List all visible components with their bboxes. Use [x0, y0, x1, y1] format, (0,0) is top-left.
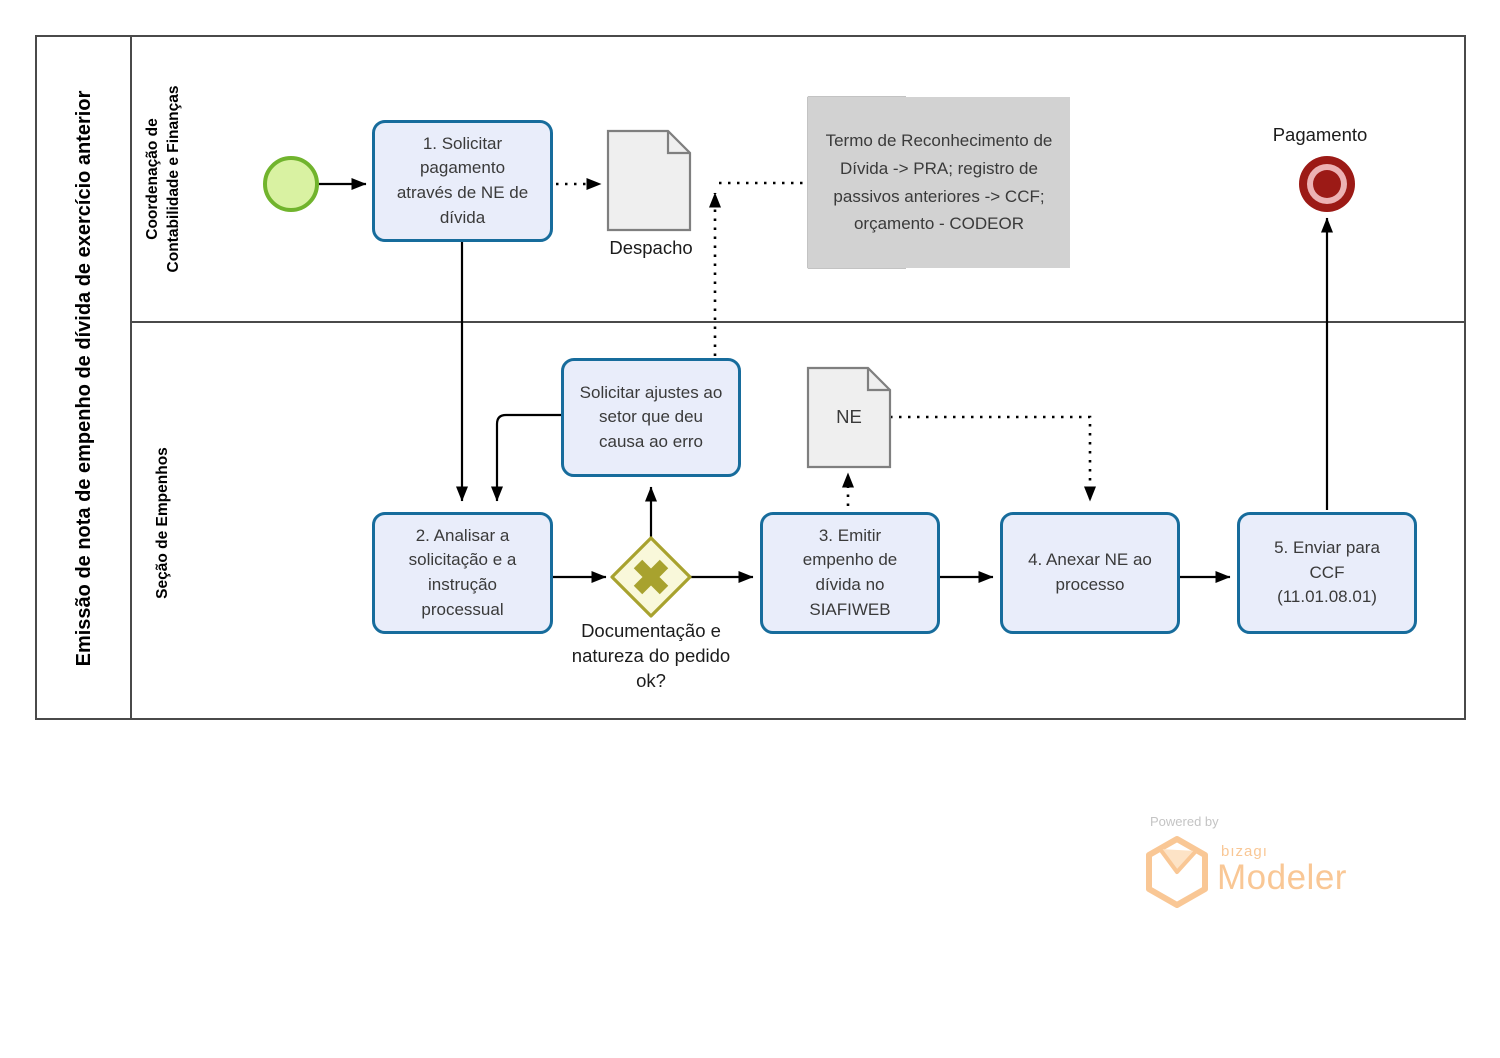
gateway-exclusive: [610, 536, 692, 618]
flow-ajustes-to-task2: [491, 413, 561, 502]
lane-divider: [132, 321, 1466, 323]
task-analisar-solicitacao: 2. Analisar a solicitação e a instrução …: [372, 512, 553, 634]
gateway-label: Documentação e natureza do pedido ok?: [571, 620, 731, 691]
end-event-label: Pagamento: [1272, 124, 1368, 145]
document-ne-shape: [806, 366, 892, 469]
end-event-pagamento: [1299, 156, 1355, 212]
bizagi-brand-label: bızagı: [1221, 843, 1268, 860]
task-solicitar-pagamento: 1. Solicitar pagamento através de NE de …: [372, 120, 553, 242]
annotation-termo: Termo de Reconhecimento de Dívida -> PRA…: [808, 97, 1070, 268]
pool-border: [35, 35, 1466, 720]
task-anexar-ne: 4. Anexar NE ao processo: [1000, 512, 1180, 634]
powered-by-label: Powered by: [1150, 814, 1219, 829]
x-mark-icon: [633, 559, 669, 595]
pool-title-band: [35, 35, 132, 720]
start-event: [263, 156, 319, 212]
assoc-ne-to-task4: [890, 415, 1096, 502]
document-despacho-shape: [606, 129, 692, 232]
document-ne-label: NE: [836, 406, 862, 427]
task-emitir-empenho: 3. Emitir empenho de dívida no SIAFIWEB: [760, 512, 940, 634]
task-solicitar-ajustes: Solicitar ajustes ao setor que deu causa…: [561, 358, 741, 477]
document-despacho-label: Despacho: [609, 237, 693, 258]
hexagon-icon: [1146, 836, 1208, 908]
modeler-product-label: Modeler: [1217, 858, 1347, 897]
task-enviar-ccf: 5. Enviar para CCF (11.01.08.01): [1237, 512, 1417, 634]
